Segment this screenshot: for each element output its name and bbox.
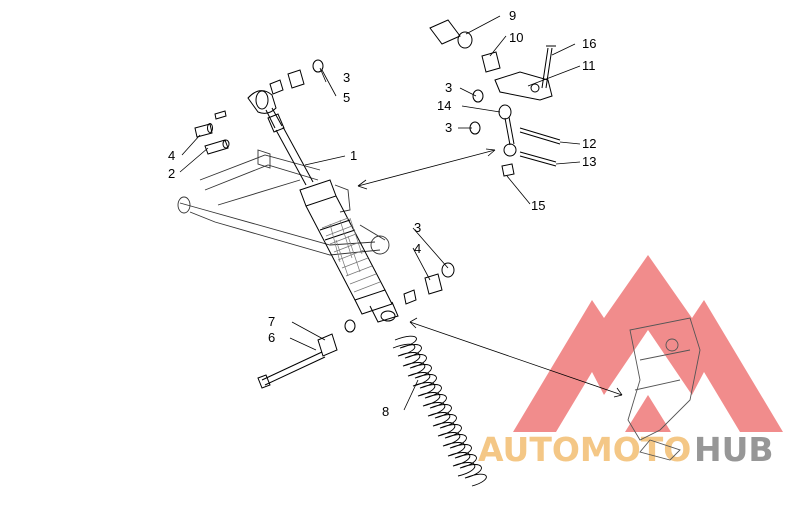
- label-part-3-b: 3: [414, 220, 421, 235]
- label-part-2: 2: [168, 166, 175, 181]
- small-fastener-left: [214, 110, 227, 120]
- bolt-part-2: [204, 139, 230, 155]
- label-part-11: 11: [582, 58, 596, 73]
- label-part-3-d: 3: [445, 120, 452, 135]
- label-part-4-a: 4: [168, 148, 175, 163]
- label-part-3-c: 3: [445, 80, 452, 95]
- label-part-12: 12: [582, 136, 596, 151]
- label-part-10: 10: [509, 30, 523, 45]
- watermark-triangle-mark: [513, 255, 783, 432]
- label-part-14: 14: [437, 98, 451, 113]
- shock-upper-washer: [269, 79, 284, 95]
- label-part-9: 9: [509, 8, 516, 23]
- label-part-13: 13: [582, 154, 596, 169]
- label-part-6: 6: [268, 330, 275, 345]
- bushing-part-10: [481, 51, 501, 73]
- bolt-part-16: [541, 45, 556, 89]
- label-part-7: 7: [268, 314, 275, 329]
- reference-arrows: [357, 148, 623, 398]
- label-part-8: 8: [382, 404, 389, 419]
- part-number-labels: 1 2 3 3 3 3 4 4 5 6 7 8 9 10 11 12 13 14…: [168, 8, 596, 419]
- clevis-part-9: [429, 19, 473, 49]
- shock-upper-bushing: [287, 69, 305, 89]
- bolt-part-6: [257, 351, 326, 389]
- shock-absorber-part-1: [267, 113, 399, 323]
- shock-upper-eye: [247, 90, 283, 129]
- label-part-1: 1: [350, 148, 357, 163]
- label-part-5: 5: [343, 90, 350, 105]
- a-arm: [177, 149, 390, 256]
- nut-part-3-lower-right: [441, 262, 455, 278]
- nut-part-15: [501, 163, 515, 177]
- coil-spring-part-8: [392, 335, 487, 487]
- watermark-logo: AUTOMOTO HUB: [478, 255, 783, 469]
- bushing-part-4-right: [424, 273, 443, 295]
- watermark-text-automoto: AUTOMOTO: [478, 430, 691, 469]
- label-part-3-a: 3: [343, 70, 350, 85]
- washer-part-6-7: [344, 319, 356, 333]
- washer-lower-shock: [403, 289, 417, 305]
- bolt-part-13: [519, 151, 557, 167]
- chassis-bracket: [627, 317, 701, 461]
- bracket-part-11: [494, 71, 553, 101]
- bushing-part-4-left: [194, 123, 213, 138]
- label-part-15: 15: [531, 198, 545, 213]
- leader-lines: [179, 15, 581, 411]
- nut-part-3-upper-left: [312, 59, 324, 73]
- link-rod-part-14: [498, 104, 517, 157]
- spacer-part-7: [317, 333, 338, 357]
- label-part-16: 16: [582, 36, 596, 51]
- watermark-text-hub: HUB: [694, 430, 774, 469]
- nut-part-3-right-upper: [472, 89, 484, 103]
- label-part-4-b: 4: [414, 241, 421, 256]
- bolt-part-12: [519, 127, 561, 145]
